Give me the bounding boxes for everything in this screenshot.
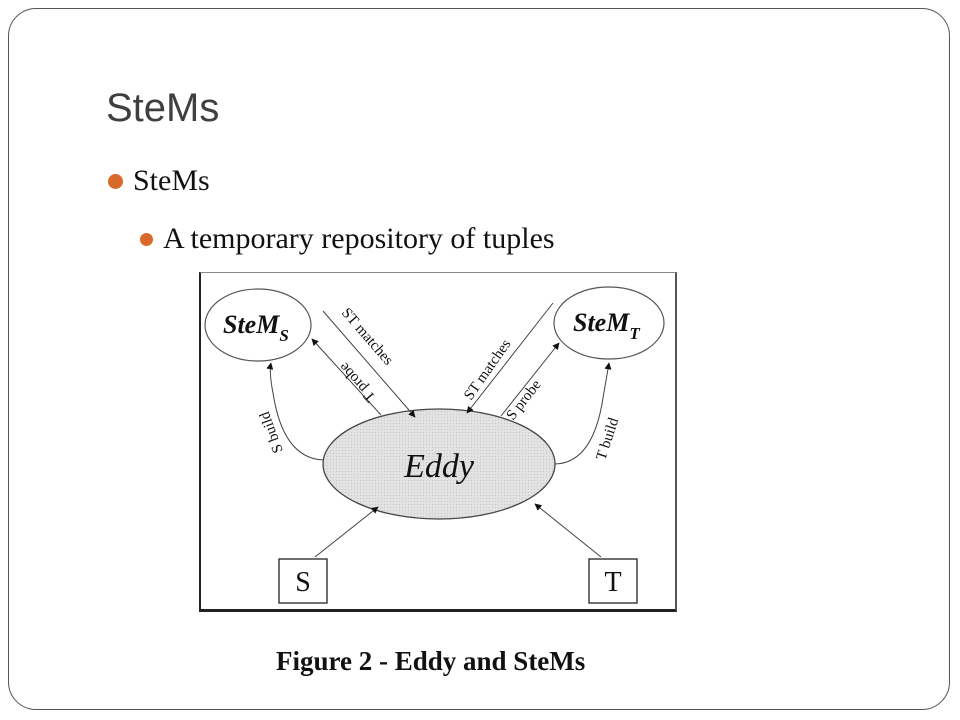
edge-source-s	[314, 506, 379, 558]
label-st-matches-left: ST matches	[338, 305, 396, 369]
stem-t-subscript: T	[629, 324, 640, 343]
label-st-matches-right: ST matches	[461, 337, 514, 404]
label-s-probe: S probe	[504, 377, 545, 424]
stem-s-node: SteMS	[204, 288, 312, 362]
eddy-node: Eddy	[322, 408, 556, 520]
diagram-canvas: SteMS SteMT Eddy S T	[204, 286, 665, 604]
edge-s-probe	[500, 342, 560, 417]
slide-title: SteMs	[106, 86, 220, 130]
source-t-node: T	[588, 558, 638, 604]
label-s-build: S build	[257, 409, 287, 455]
source-s-node: S	[278, 558, 328, 604]
eddy-stems-diagram: SteMS SteMT Eddy S T	[199, 272, 677, 612]
label-t-probe: T probe	[336, 359, 379, 405]
svg-text:SteMS: SteMS	[223, 310, 289, 345]
edge-t-build	[554, 362, 612, 465]
eddy-label: Eddy	[403, 448, 475, 485]
bullet-dot-icon	[108, 173, 123, 189]
bullet-item-level-1: SteMs	[108, 164, 210, 198]
bullet-text: SteMs	[133, 164, 210, 197]
bullet-text: A temporary repository of tuples	[163, 222, 555, 255]
bullet-dot-icon	[140, 232, 153, 246]
stem-t-node: SteMT	[553, 286, 665, 360]
edge-s-build	[266, 362, 324, 461]
source-s-label: S	[295, 567, 311, 598]
source-t-label: T	[604, 567, 621, 598]
edge-source-t	[534, 503, 602, 558]
edge-t-probe	[311, 338, 382, 416]
figure-caption: Figure 2 - Eddy and SteMs	[276, 646, 586, 676]
slide-frame	[8, 8, 950, 710]
edge-st-matches-left	[322, 310, 416, 418]
svg-text:SteMT: SteMT	[573, 308, 640, 343]
stem-t-label: SteM	[573, 308, 630, 337]
stem-s-subscript: S	[279, 326, 288, 345]
stem-s-label: SteM	[223, 310, 280, 339]
bullet-item-level-2: A temporary repository of tuples	[140, 222, 555, 256]
edge-st-matches-right	[466, 302, 554, 414]
